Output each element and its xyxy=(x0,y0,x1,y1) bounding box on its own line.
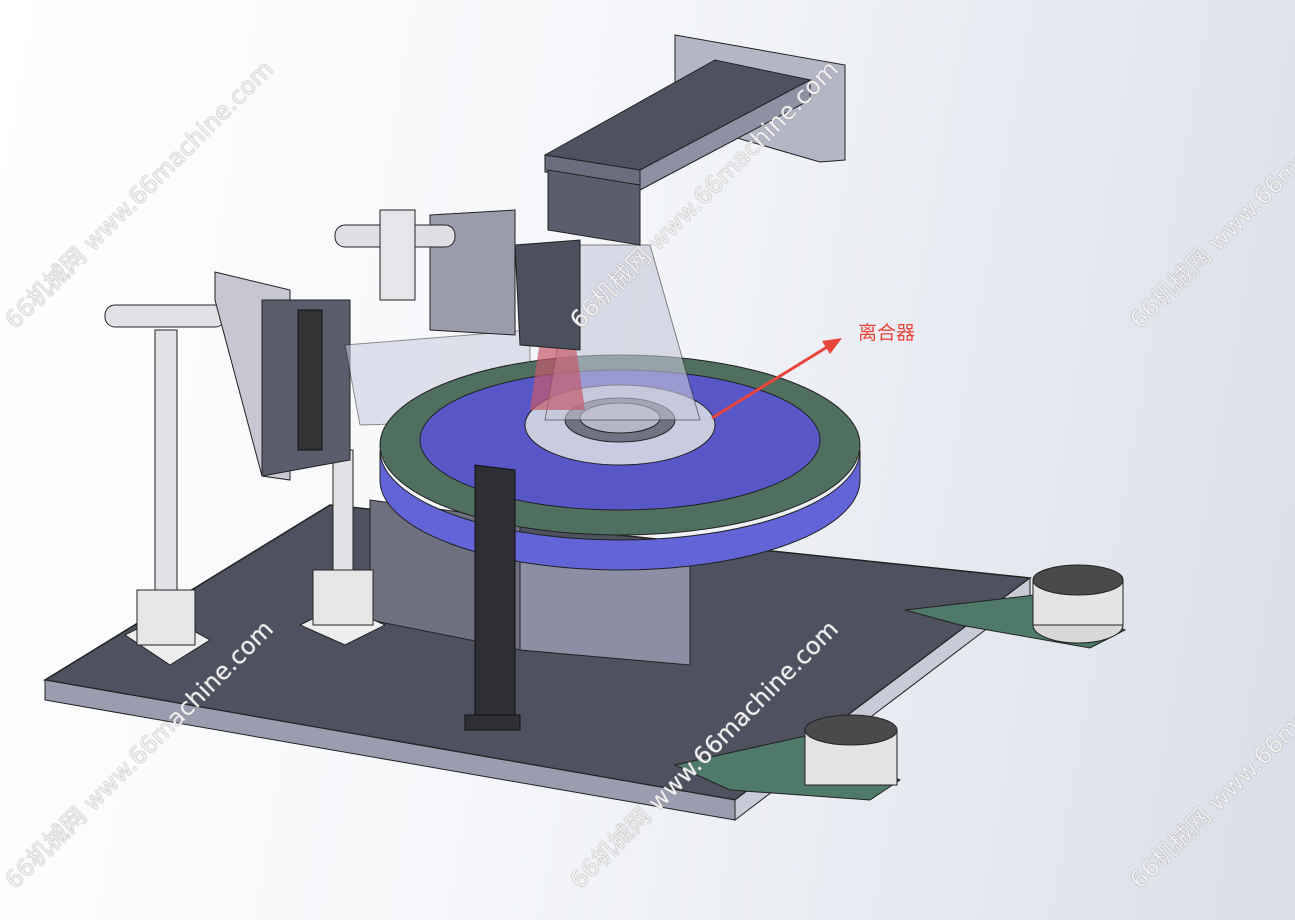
support-posts xyxy=(104,304,387,666)
camera-assembly xyxy=(214,271,531,481)
feet xyxy=(673,564,1127,801)
callout-arrow xyxy=(711,338,842,420)
top-arm xyxy=(543,34,846,246)
clutch-label: 离合器 xyxy=(858,322,916,344)
lens-cone xyxy=(334,209,701,421)
bracket xyxy=(464,464,521,731)
